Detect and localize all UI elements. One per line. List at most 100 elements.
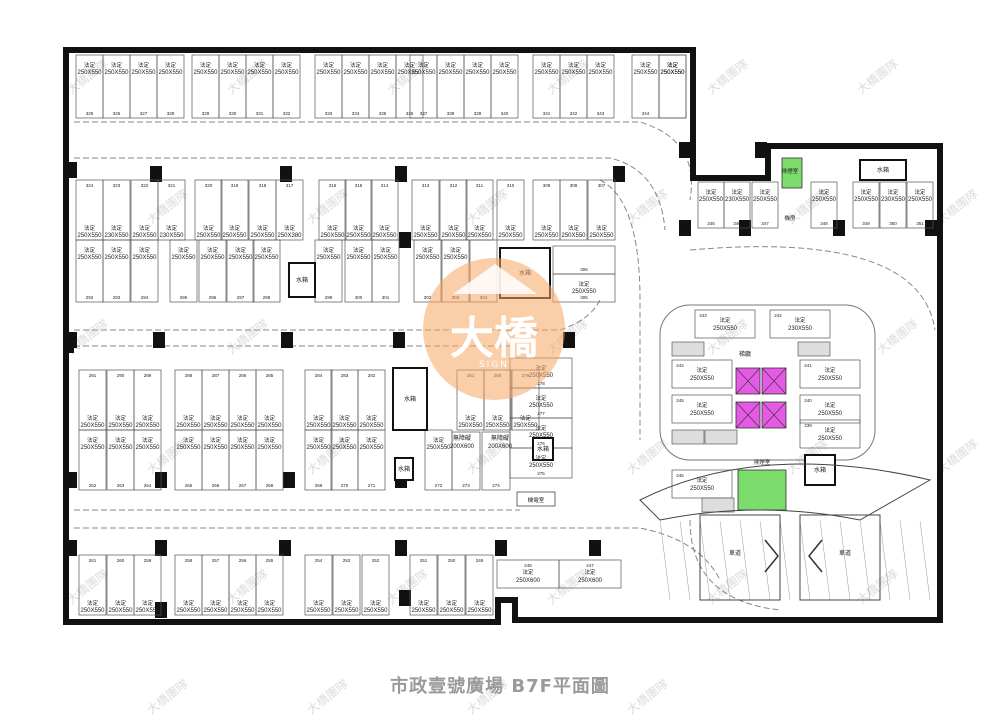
space-size: 250X550 [220,70,245,76]
elevator-cross [735,367,761,395]
ramp-line [819,519,831,601]
space-number: 260 [117,558,125,563]
space-size: 250X550 [660,70,685,76]
space-size: 250X550 [203,608,228,614]
row3-space [169,239,198,303]
row2-space [559,179,588,241]
column [563,332,575,348]
machine-room-label: 機電室 [528,496,545,504]
space-size: 250X550 [228,255,253,261]
elevator-cross [761,367,787,395]
space-type: 法定 [446,599,458,607]
space-size: 250X550 [104,70,129,76]
service-rooms [288,157,932,601]
space-size: 250X550 [690,411,715,417]
watermark-text: 大橋團隊 [224,56,271,97]
column [393,332,405,348]
space-size: 250X550 [818,411,843,417]
space-size: 250X550 [316,70,341,76]
space-number: 344 [642,111,650,116]
space-size: 250X550 [589,233,614,239]
space-size: 250X550 [254,255,279,261]
core-space [799,419,861,449]
space-size: 250X550 [415,255,440,261]
ramp-line [779,519,791,601]
space-number: 275 [537,471,545,476]
space-number: 270 [341,483,349,488]
space-type: 法定 [595,61,607,69]
space-size: 250X550 [171,255,196,261]
column [395,166,407,182]
space-type: 法定 [111,246,123,254]
space-size: 250X550 [230,423,255,429]
space-number: 327 [140,111,148,116]
space-type: 法定 [499,61,511,69]
space-type: 法定 [210,414,222,422]
space-type: 法定 [142,599,154,607]
space-size: 250X550 [438,70,463,76]
space-size: 250X550 [529,403,554,409]
elevator-hall-label: 梯廳 [739,350,751,358]
row2-space [275,179,304,241]
space-size: 250X550 [572,289,597,295]
core-space [671,359,733,389]
row2-space [496,179,525,241]
space-type: 法定 [138,61,150,69]
space-type: 法定 [887,188,899,196]
driveway-line [74,527,721,581]
space-type: 法定 [719,316,731,324]
space-type: 法定 [166,224,178,232]
space-type: 法定 [87,414,99,422]
space-type: 法定 [474,599,486,607]
space-size: 250X550 [529,433,554,439]
space-type: 法定 [824,401,836,409]
ramp-line [839,520,851,601]
space-size: 250X550 [713,326,738,332]
space-type: 法定 [139,246,151,254]
plan-caption: 市政壹號廣場 B7F平面圖 [390,676,610,697]
space-size: 250X550 [332,423,357,429]
space-size: 250X550 [426,445,451,451]
space-type: 法定 [339,436,351,444]
space-size: 250X550 [346,233,371,239]
space-size: 250X550 [306,608,331,614]
bottom-row-space [361,554,390,616]
space-size: 250X550 [561,70,586,76]
space-type: 法定 [339,414,351,422]
space-number: 254 [315,558,323,563]
watermark-text: 大橋團隊 [64,56,111,97]
space-number: 300 [355,295,363,300]
space-size: 250X550 [132,233,157,239]
space-size: 250X600 [516,578,541,584]
space-type: 法定 [210,599,222,607]
space-number: 285 [266,373,274,378]
space-number: 273 [462,483,470,488]
ramp-line [679,520,691,601]
space-type: 法定 [377,61,389,69]
space-number: 332 [283,111,291,116]
ramp-arrow-icon [808,539,823,573]
driveway-line [74,121,692,201]
space-type: 法定 [818,188,830,196]
space-type: 法定 [445,61,457,69]
space-size: 250X550 [247,70,272,76]
space-type: 法定 [237,599,249,607]
space-number: 274 [492,483,500,488]
column [65,332,77,348]
space-size: 250X550 [690,486,715,492]
elevator-cross [735,401,761,429]
space-size: 250X550 [411,70,436,76]
column [279,540,291,556]
column [613,166,625,182]
core-outline [659,304,876,461]
space-size: 250X550 [230,445,255,451]
space-number: 284 [315,373,323,378]
space-type: 法定 [380,246,392,254]
space-size: 250X550 [203,445,228,451]
space-type: 法定 [87,599,99,607]
column [589,540,601,556]
space-type: 法定 [115,599,127,607]
space-number: 342 [570,111,578,116]
watermark-text: 大橋團隊 [304,186,351,227]
column [280,166,292,182]
